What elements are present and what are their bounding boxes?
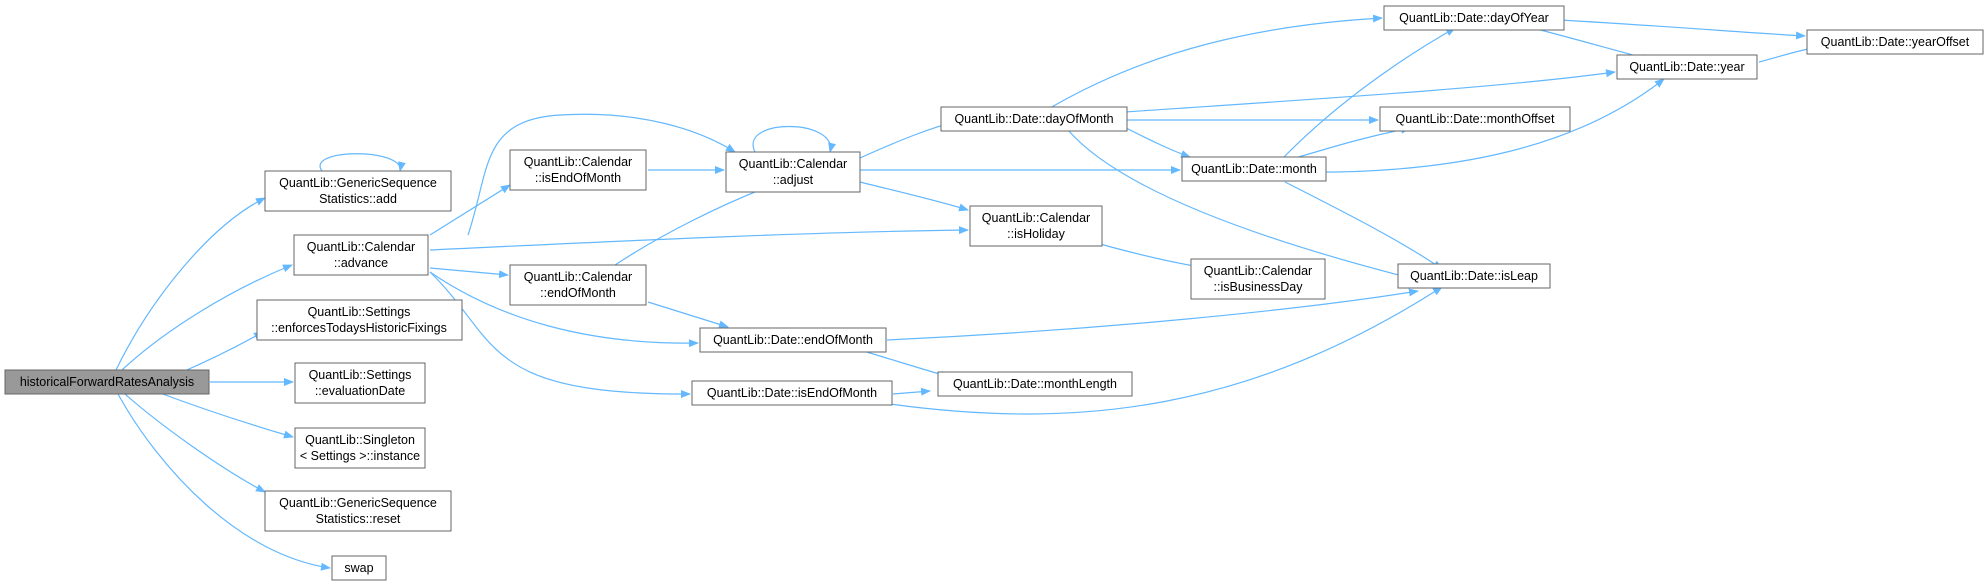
node-date-day-of-month[interactable]: QuantLib::Date::dayOfMonth [940, 106, 1128, 132]
nodes: historicalForwardRatesAnalysis QuantLib:… [4, 5, 1984, 581]
node-label-line-2: ::isBusinessDay [1214, 280, 1304, 294]
edge-date-dayofmonth-to-date-year [1124, 69, 1616, 113]
edge-cal-isholiday-to-cal-isbusinessday [1099, 243, 1201, 270]
edge-date-dayofmonth-to-date-dayofyear [1049, 14, 1383, 109]
edge-cal-endofmonth-to-cal-adjust [611, 183, 776, 268]
node-settings-evaluation-date[interactable]: QuantLib::Settings ::evaluationDate [294, 362, 426, 404]
node-label-line-2: Statistics::add [319, 192, 397, 206]
node-date-month-offset[interactable]: QuantLib::Date::monthOffset [1379, 106, 1571, 132]
edge-date-endofmonth-to-date-isleap [886, 288, 1419, 341]
node-label: QuantLib::Date::endOfMonth [713, 333, 873, 347]
node-historical-forward-rates-analysis[interactable]: historicalForwardRatesAnalysis [4, 369, 210, 395]
node-settings-enforces-todays-historic-fixings[interactable]: QuantLib::Settings ::enforcesTodaysHisto… [256, 299, 463, 341]
node-label-line-2: ::advance [334, 256, 388, 270]
edge-cal-endofmonth-to-date-endofmonth [647, 301, 729, 329]
node-label: QuantLib::Date::isEndOfMonth [707, 386, 877, 400]
edge-cal-advance-to-date-isendofmonth [429, 271, 691, 399]
node-label: QuantLib::Date::monthLength [953, 377, 1117, 391]
node-label-line-2: Statistics::reset [316, 512, 401, 526]
node-date-year[interactable]: QuantLib::Date::year [1616, 54, 1758, 80]
node-label: QuantLib::Date::monthOffset [1396, 112, 1555, 126]
node-label-line-1: QuantLib::GenericSequence [279, 496, 437, 510]
node-calendar-is-end-of-month[interactable]: QuantLib::Calendar ::isEndOfMonth [509, 149, 647, 191]
node-label-line-2: ::endOfMonth [540, 286, 616, 300]
edge-cal-adjust-self [752, 125, 836, 153]
node-label-line-1: QuantLib::Calendar [524, 155, 632, 169]
edge-date-isendofmonth-to-date-monthlength [892, 387, 931, 396]
node-label-line-2: ::isEndOfMonth [535, 171, 621, 185]
edge-date-month-to-date-monthoffset [1294, 125, 1411, 159]
node-label-line-1: QuantLib::Calendar [739, 157, 847, 171]
node-calendar-adjust[interactable]: QuantLib::Calendar ::adjust [725, 151, 861, 193]
edge-date-month-to-date-dayofyear [1282, 27, 1456, 159]
node-label-line-2: ::adjust [773, 173, 814, 187]
edge-cal-adjust-to-cal-isholiday [859, 181, 969, 212]
edge-cal-advance-to-cal-adjust [467, 113, 736, 236]
node-label-line-1: QuantLib::Singleton [305, 433, 415, 447]
node-date-month-length[interactable]: QuantLib::Date::monthLength [937, 371, 1133, 397]
edge-date-isendofmonth-to-date-isleap [889, 286, 1443, 415]
edge-root-to-singleton [159, 392, 294, 439]
node-label-line-2: < Settings >::instance [300, 449, 420, 463]
node-calendar-is-business-day[interactable]: QuantLib::Calendar ::isBusinessDay [1190, 258, 1326, 300]
node-label: QuantLib::Date::dayOfMonth [954, 112, 1113, 126]
edge-date-dayofmonth-to-date-month [1119, 124, 1191, 158]
edge-date-endofmonth-to-date-monthlength [859, 349, 951, 379]
edge-root-to-cal-advance [121, 264, 293, 371]
node-label: QuantLib::Date::isLeap [1410, 269, 1538, 283]
node-date-year-offset[interactable]: QuantLib::Date::yearOffset [1806, 29, 1984, 55]
node-swap[interactable]: swap [331, 555, 387, 581]
node-label-line-1: QuantLib::GenericSequence [279, 176, 437, 190]
node-label-line-1: QuantLib::Calendar [982, 211, 1090, 225]
node-label-line-1: QuantLib::Calendar [524, 270, 632, 284]
node-label: swap [344, 561, 373, 575]
node-date-is-end-of-month[interactable]: QuantLib::Date::isEndOfMonth [691, 380, 893, 406]
node-label-line-1: QuantLib::Settings [309, 368, 412, 382]
node-generic-sequence-statistics-reset[interactable]: QuantLib::GenericSequence Statistics::re… [264, 490, 452, 532]
node-label-line-2: ::enforcesTodaysHistoricFixings [271, 321, 447, 335]
node-date-month[interactable]: QuantLib::Date::month [1181, 156, 1327, 182]
edge-cal-advance-to-date-endofmonth [429, 271, 699, 348]
node-calendar-advance[interactable]: QuantLib::Calendar ::advance [293, 234, 429, 276]
node-generic-sequence-statistics-add[interactable]: QuantLib::GenericSequence Statistics::ad… [264, 170, 452, 212]
node-label-line-2: ::evaluationDate [315, 384, 405, 398]
edges [115, 14, 1819, 571]
node-date-end-of-month[interactable]: QuantLib::Date::endOfMonth [699, 327, 887, 353]
node-calendar-end-of-month[interactable]: QuantLib::Calendar ::endOfMonth [509, 264, 647, 306]
node-singleton-settings-instance[interactable]: QuantLib::Singleton < Settings >::instan… [294, 427, 426, 469]
node-label: QuantLib::Date::yearOffset [1821, 35, 1970, 49]
node-label: QuantLib::Date::month [1191, 162, 1317, 176]
node-label: QuantLib::Date::dayOfYear [1399, 11, 1549, 25]
node-label-line-1: QuantLib::Settings [308, 305, 411, 319]
edge-cal-advance-to-cal-endofmonth [429, 267, 509, 279]
node-date-day-of-year[interactable]: QuantLib::Date::dayOfYear [1383, 5, 1565, 31]
edge-date-month-to-date-isleap [1284, 181, 1443, 270]
edge-date-month-to-date-year [1291, 78, 1665, 173]
edge-root-to-gss-add [115, 197, 266, 371]
edge-root-to-gss-reset [124, 393, 266, 493]
edge-root-to-swap [117, 393, 331, 571]
edge-date-dayofmonth-to-date-isleap [1067, 129, 1419, 282]
edge-root-to-enforces [179, 331, 264, 374]
node-label-line-1: QuantLib::Calendar [307, 240, 415, 254]
node-label-line-1: QuantLib::Calendar [1204, 264, 1312, 278]
node-label: historicalForwardRatesAnalysis [20, 375, 194, 389]
edge-cal-advance-to-cal-isholiday [429, 226, 969, 251]
edge-date-dayofyear-to-date-yearoffset [1559, 19, 1806, 40]
edge-gss-add-self [319, 153, 406, 172]
node-label: QuantLib::Date::year [1629, 60, 1744, 74]
node-label-line-2: ::isHoliday [1007, 227, 1065, 241]
node-date-is-leap[interactable]: QuantLib::Date::isLeap [1397, 263, 1551, 289]
node-calendar-is-holiday[interactable]: QuantLib::Calendar ::isHoliday [969, 205, 1103, 247]
edge-cal-advance-to-cal-isendofmonth [429, 184, 511, 236]
